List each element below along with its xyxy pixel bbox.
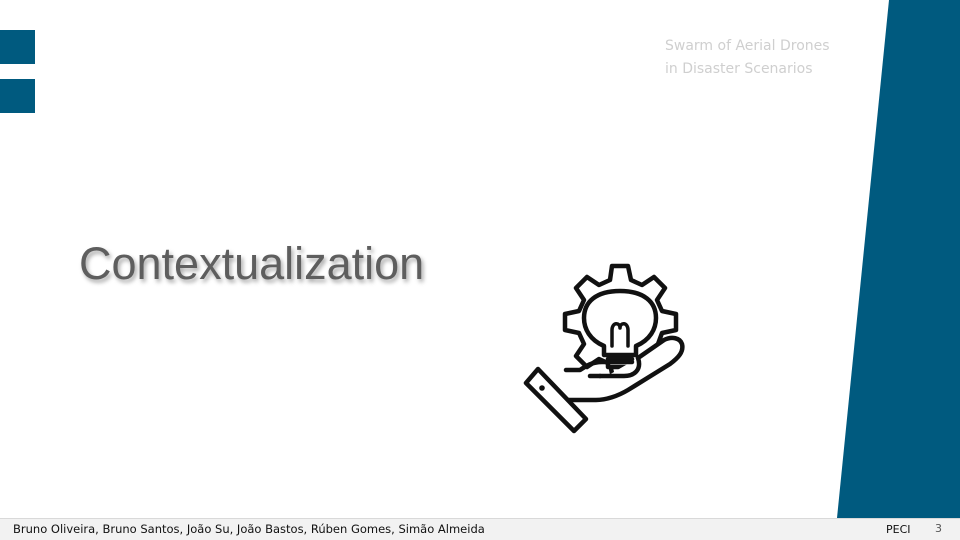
accent-square-top — [0, 30, 35, 64]
presentation-title-line1: Swarm of Aerial Drones — [665, 38, 830, 54]
footer-bar: Bruno Oliveira, Bruno Santos, João Su, J… — [0, 518, 960, 540]
presentation-title-line2: in Disaster Scenarios — [665, 61, 813, 77]
footer-authors: Bruno Oliveira, Bruno Santos, João Su, J… — [13, 522, 485, 536]
hand-gear-lightbulb-icon — [523, 263, 685, 434]
accent-square-bottom — [0, 79, 35, 113]
presentation-title: Swarm of Aerial Drones in Disaster Scena… — [665, 35, 875, 81]
hand-icon — [523, 335, 685, 434]
footer-course-label: PECI — [886, 523, 911, 536]
slide-page-number: 3 — [935, 522, 942, 535]
section-title: Contextualization — [79, 238, 425, 289]
